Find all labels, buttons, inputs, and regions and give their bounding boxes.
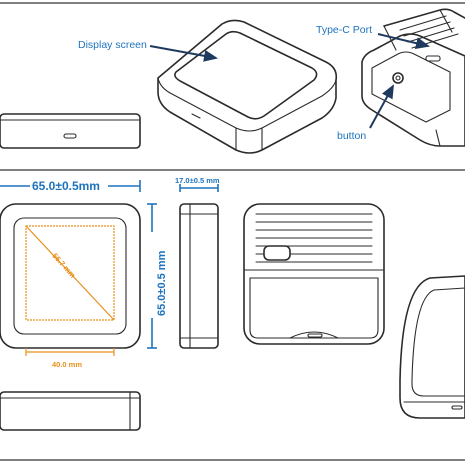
width-dimension bbox=[0, 180, 141, 192]
display-screen-leader bbox=[149, 45, 218, 62]
thickness-dimension bbox=[179, 184, 219, 192]
isometric-back-open-view bbox=[361, 8, 465, 147]
front-port-icon bbox=[191, 113, 201, 119]
button-icon bbox=[392, 72, 404, 84]
screen-diagonal-line bbox=[25, 225, 115, 321]
isometric-corner-view bbox=[399, 275, 465, 419]
type-c-port-label: Type-C Port bbox=[316, 24, 372, 36]
side-view-top bbox=[0, 113, 141, 149]
height-dimension bbox=[147, 203, 157, 349]
width-label: 65.0±0.5mm bbox=[32, 179, 100, 193]
type-c-port-leader bbox=[377, 33, 430, 50]
side-view-bottom bbox=[0, 391, 141, 431]
thickness-label: 17.0±0.5 mm bbox=[175, 176, 220, 185]
display-screen-label: Display screen bbox=[78, 39, 147, 51]
height-label: 65.0±0.5 mm bbox=[156, 250, 168, 316]
button-label: button bbox=[337, 130, 366, 142]
front-dimension-view bbox=[0, 203, 141, 349]
button-leader bbox=[369, 84, 394, 129]
back-vent-view bbox=[243, 203, 385, 345]
isometric-front-view bbox=[157, 19, 338, 154]
screen-width-label: 40.0 mm bbox=[52, 360, 82, 369]
screen-width-dimension bbox=[25, 348, 115, 356]
screen-area bbox=[25, 225, 115, 321]
display-screen bbox=[174, 30, 318, 120]
side-profile-view bbox=[179, 203, 219, 349]
